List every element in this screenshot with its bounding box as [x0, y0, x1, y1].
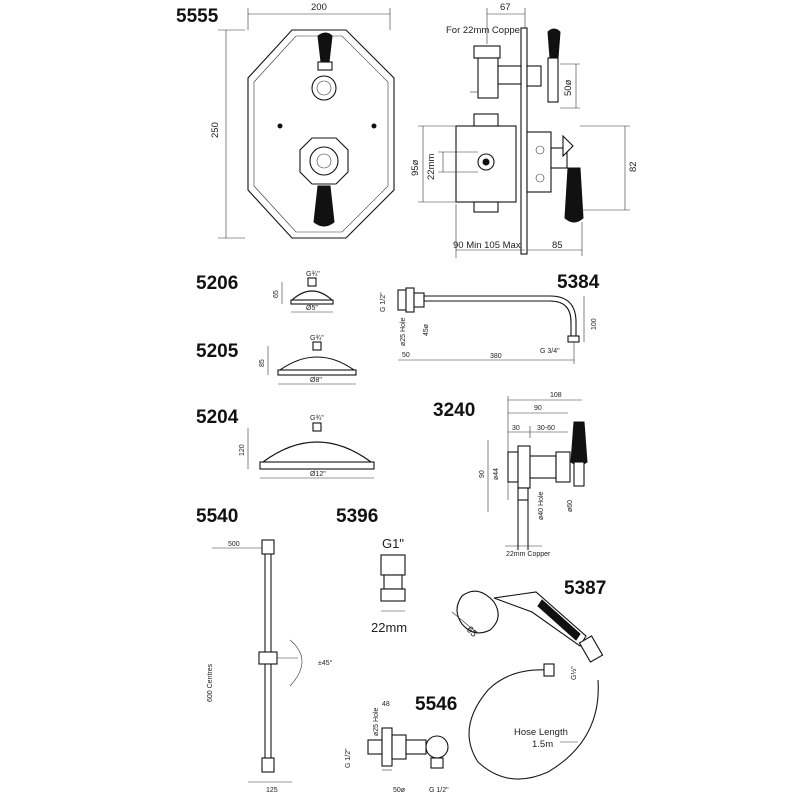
- product-5205: 5205 G¾" 85 Ø8": [196, 335, 357, 385]
- dim-minmax-5555: 90 Min 105 Max: [453, 240, 521, 251]
- label-gout-5546: G 1/2": [429, 787, 449, 794]
- label-hose-len-5387: 1.5m: [532, 739, 553, 750]
- product-5540: 5540 500 600 Centres ±45° 125: [196, 506, 333, 794]
- dim-w108-3240: 108: [550, 392, 562, 399]
- label-gin-5384: G 1/2": [380, 292, 387, 312]
- label-hose-5387: Hose Length: [514, 727, 568, 738]
- label-centres-5540: 600 Centres: [207, 663, 214, 702]
- label-hole-3240: ø40 Hole: [538, 491, 545, 520]
- dim-d50-5555: 50ø: [563, 79, 574, 96]
- dim-h90-3240: 90: [479, 470, 486, 478]
- label-gin-5546: G 1/2": [345, 748, 352, 768]
- label-g-5396: G1": [382, 536, 404, 551]
- dim-width-5555: 200: [311, 2, 327, 13]
- dim-d45-5384: 45ø: [423, 323, 430, 336]
- label-size-5396: 22mm: [371, 620, 407, 635]
- label-hole-5384: ø25 Hole: [400, 317, 407, 346]
- dim-d95-5555: 95ø: [410, 159, 421, 176]
- product-5546: 5546 48 ø25 Hole G 1/2" 50ø G 1/2": [345, 694, 457, 794]
- dim-h-5204: 120: [239, 444, 246, 456]
- label-g-5387: G½": [570, 666, 578, 680]
- product-code-5387: 5387: [564, 578, 606, 599]
- label-copper-3240: 22mm Copper: [506, 551, 551, 558]
- label-g-5206: G¾": [306, 271, 320, 278]
- label-angle-5540: ±45°: [318, 659, 333, 667]
- product-5206: 5206 G¾" 65 Ø5": [196, 271, 334, 313]
- dim-depth-5555: 67: [500, 2, 511, 13]
- dim-w125-5540: 125: [266, 787, 278, 794]
- product-5387: 5387 65 G½" Hose Length 1.5m: [451, 578, 606, 780]
- dim-d44-3240: ø44: [493, 468, 500, 480]
- product-code-5205: 5205: [196, 341, 239, 362]
- product-code-5546: 5546: [415, 694, 457, 715]
- dim-dia-5204: Ø12": [310, 471, 326, 478]
- label-hole-5546: ø25 Hole: [373, 707, 380, 736]
- dim-d50-5384: 50: [402, 352, 410, 359]
- dim-len-5384: 380: [490, 353, 502, 360]
- label-copper-5555: For 22mm Copper: [446, 25, 523, 36]
- dim-dia-5206: Ø5": [306, 305, 318, 312]
- dim-h-5206: 65: [273, 290, 280, 298]
- product-5204: 5204 G¾" 120 Ø12": [196, 407, 375, 479]
- product-code-5206: 5206: [196, 273, 238, 294]
- product-3240: 3240 108 90 30 30-60 90 ø44 ø40 Hole ø60…: [433, 392, 588, 558]
- product-code-5555: 5555: [176, 6, 219, 27]
- dim-w30-3240: 30: [512, 425, 520, 432]
- dim-height-5555: 250: [210, 122, 221, 138]
- dim-w3060-3240: 30-60: [537, 425, 555, 432]
- dim-d82-5555: 82: [628, 161, 639, 172]
- dim-d500-5540: 500: [228, 541, 240, 548]
- product-code-5396: 5396: [336, 506, 378, 527]
- product-5555: 5555 200 250 67 For 22mm Copper: [176, 2, 639, 258]
- product-code-5204: 5204: [196, 407, 239, 428]
- dim-d48-5546: 48: [382, 701, 390, 708]
- dim-d85-5555: 85: [552, 240, 563, 251]
- dim-h-5205: 85: [259, 359, 266, 367]
- product-code-5384: 5384: [557, 272, 600, 293]
- dim-22mm-5555: 22mm: [426, 154, 437, 180]
- product-code-5540: 5540: [196, 506, 238, 527]
- product-5384: 5384 G 1/2" ø25 Hole 45ø 50 380 100 G 3/…: [380, 272, 600, 364]
- label-gout-5384: G 3/4": [540, 348, 560, 355]
- dim-w90-3240: 90: [534, 405, 542, 412]
- label-g-5204: G¾": [310, 415, 324, 422]
- product-code-3240: 3240: [433, 400, 475, 421]
- dim-d60-3240: ø60: [567, 500, 574, 512]
- product-5396: 5396 G1" 22mm: [336, 506, 407, 635]
- label-g-5205: G¾": [310, 335, 324, 342]
- dim-dia-5205: Ø8": [310, 377, 322, 384]
- dim-h100-5384: 100: [591, 318, 598, 330]
- dim-d50-5546: 50ø: [393, 787, 406, 794]
